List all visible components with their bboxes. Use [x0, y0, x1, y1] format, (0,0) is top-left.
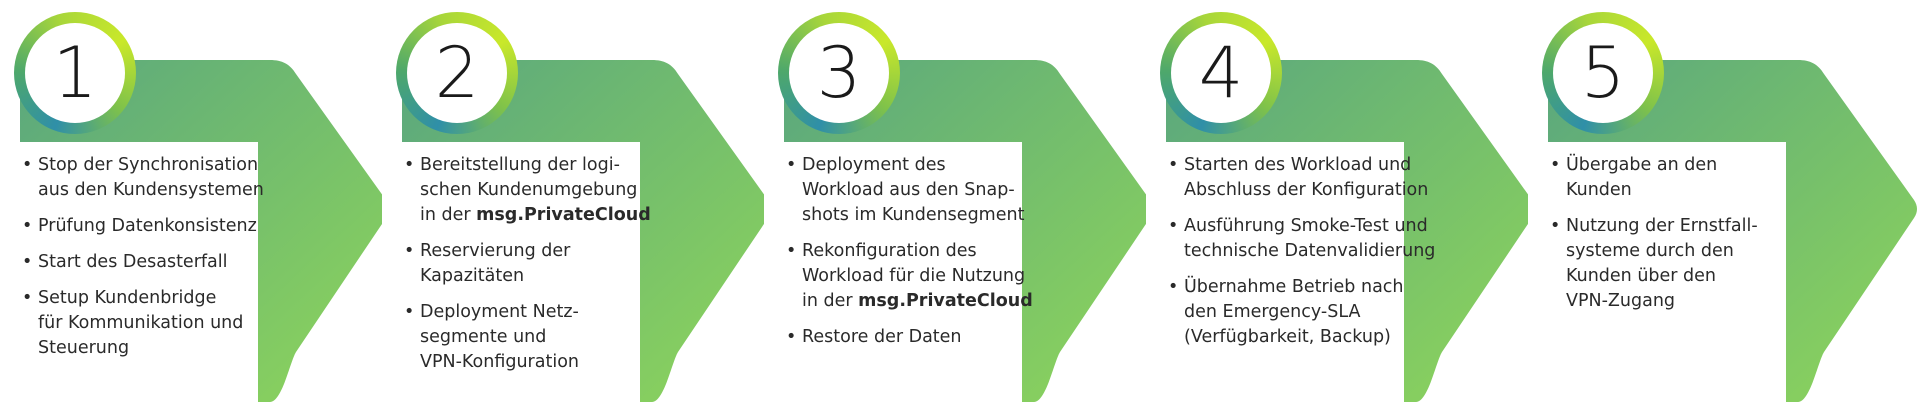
bullet-text: Start des Desasterfall [38, 252, 228, 272]
process-step-1: 1 Stop der Synchronisation aus den Kunde… [0, 0, 392, 411]
step-number-badge: 4 [1160, 12, 1282, 134]
step-number: 1 [25, 23, 125, 123]
step-number-badge: 2 [396, 12, 518, 134]
step-bullet-item: Deployment Netz- segmente und VPN-Konfig… [404, 300, 694, 375]
step-number: 5 [1553, 23, 1653, 123]
step-bullet-item: Setup Kundenbridge für Kommunikation und… [22, 286, 312, 361]
step-bullet-item: Übergabe an den Kunden [1550, 153, 1840, 203]
step-number: 3 [789, 23, 889, 123]
step-bullet-item: Deployment des Workload aus den Snap- sh… [786, 153, 1076, 228]
bullet-text: Prüfung Datenkonsistenz [38, 216, 257, 236]
step-bullet-item: Reservierung der Kapazitäten [404, 239, 694, 289]
step-number-badge: 3 [778, 12, 900, 134]
step-bullet-item: Übernahme Betrieb nach den Emergency-SLA… [1168, 275, 1458, 350]
bullet-text: Restore der Daten [802, 327, 962, 347]
bullet-text: Stop der Synchronisation aus den Kundens… [38, 155, 264, 200]
step-bullet-item: Bereitstellung der logi- schen Kundenumg… [404, 153, 694, 228]
bullet-text: Rekonfiguration des Workload für die Nut… [802, 241, 1026, 311]
step-bullet-item: Restore der Daten [786, 325, 1076, 350]
step-bullet-item: Start des Desasterfall [22, 250, 312, 275]
step-number: 4 [1171, 23, 1271, 123]
step-bullet-item: Ausführung Smoke-Test und technische Dat… [1168, 214, 1458, 264]
step-bullet-item: Starten des Workload und Abschluss der K… [1168, 153, 1458, 203]
brand-name: msg.PrivateCloud [476, 205, 651, 225]
step-number-badge: 5 [1542, 12, 1664, 134]
step-bullet-list: Stop der Synchronisation aus den Kundens… [22, 153, 312, 372]
brand-name: msg.PrivateCloud [858, 291, 1033, 311]
step-bullet-list: Bereitstellung der logi- schen Kundenumg… [404, 153, 694, 386]
bullet-text: Ausführung Smoke-Test und technische Dat… [1184, 216, 1436, 261]
bullet-text: Setup Kundenbridge für Kommunikation und… [38, 288, 244, 358]
process-step-3: 3 Deployment des Workload aus den Snap- … [764, 0, 1156, 411]
bullet-text: Bereitstellung der logi- schen Kundenumg… [420, 155, 638, 225]
process-step-5: 5 Übergabe an den KundenNutzung der Erns… [1528, 0, 1920, 411]
step-bullet-list: Deployment des Workload aus den Snap- sh… [786, 153, 1076, 361]
bullet-text: Reservierung der Kapazitäten [420, 241, 571, 286]
process-step-2: 2 Bereitstellung der logi- schen Kundenu… [382, 0, 774, 411]
bullet-text: Deployment des Workload aus den Snap- sh… [802, 155, 1025, 225]
step-number-badge: 1 [14, 12, 136, 134]
step-bullet-item: Stop der Synchronisation aus den Kundens… [22, 153, 312, 203]
bullet-text: Übergabe an den Kunden [1566, 155, 1718, 200]
bullet-text: Nutzung der Ernstfall- systeme durch den… [1566, 216, 1758, 311]
bullet-text: Starten des Workload und Abschluss der K… [1184, 155, 1429, 200]
process-step-4: 4 Starten des Workload und Abschluss der… [1146, 0, 1538, 411]
step-number: 2 [407, 23, 507, 123]
step-bullet-item: Rekonfiguration des Workload für die Nut… [786, 239, 1076, 314]
step-bullet-list: Übergabe an den KundenNutzung der Ernstf… [1550, 153, 1840, 325]
bullet-text: Deployment Netz- segmente und VPN-Konfig… [420, 302, 579, 372]
bullet-text: Übernahme Betrieb nach den Emergency-SLA… [1184, 277, 1404, 347]
step-bullet-item: Nutzung der Ernstfall- systeme durch den… [1550, 214, 1840, 314]
step-bullet-item: Prüfung Datenkonsistenz [22, 214, 312, 239]
step-bullet-list: Starten des Workload und Abschluss der K… [1168, 153, 1458, 361]
